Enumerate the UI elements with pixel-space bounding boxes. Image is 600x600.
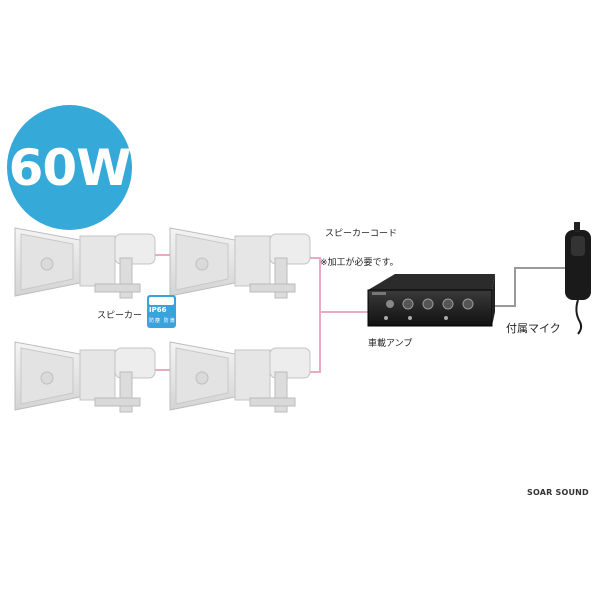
ip-rating-sub: 防塵 防滴 — [149, 317, 176, 324]
included-mic-label: 付属マイク — [506, 320, 561, 336]
ip-rating-icon: IP66 防塵 防滴 — [147, 295, 176, 328]
microphone-icon — [565, 222, 591, 334]
horn-speaker-icon — [15, 342, 155, 412]
horn-speaker-icon — [170, 228, 310, 298]
horn-speaker-icon — [170, 342, 310, 412]
car-amp-label: 車載アンプ — [368, 336, 412, 349]
ip-rating-top — [149, 297, 174, 305]
horn-speaker-icon — [15, 228, 155, 298]
ip-rating-code: IP66 — [149, 306, 166, 314]
brand-logo: SOAR SOUND — [527, 488, 589, 497]
amplifier-icon — [368, 274, 495, 326]
microphone-cord — [492, 268, 565, 306]
speaker-cord-label: スピーカーコード — [325, 226, 397, 239]
speaker-label: スピーカー — [97, 308, 142, 321]
processing-note: ※加工が必要です。 — [320, 255, 399, 268]
